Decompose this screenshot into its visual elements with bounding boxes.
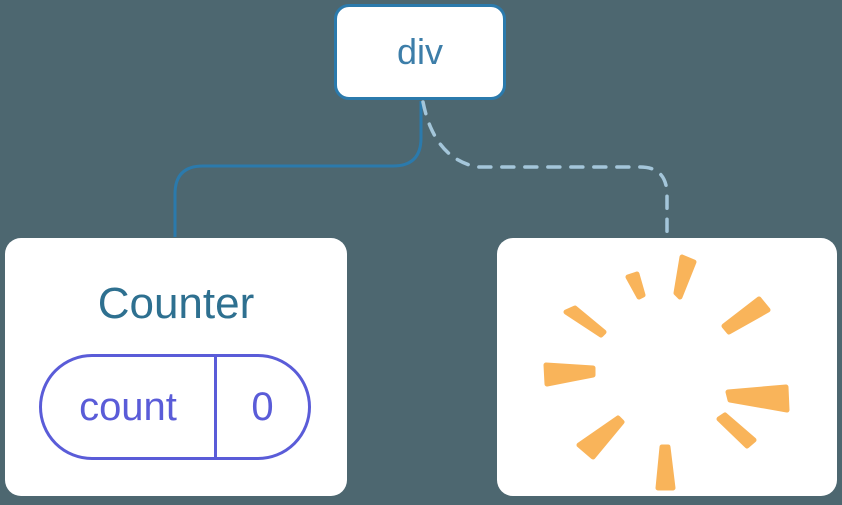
poof-explosion-icon <box>543 254 790 491</box>
poof-spark <box>716 412 757 449</box>
poof-spark <box>725 384 790 413</box>
component-title: Counter <box>97 279 255 328</box>
root-node-div: div <box>334 4 506 100</box>
poof-spark <box>655 444 676 491</box>
poof-spark <box>673 254 697 300</box>
poof-spark <box>721 296 771 335</box>
connector-solid-edge <box>173 101 423 237</box>
state-key-label: count <box>42 357 217 457</box>
counter-component-card: Counter count 0 <box>5 238 347 496</box>
state-pill: count 0 <box>39 354 311 460</box>
removed-component-card <box>497 238 837 496</box>
poof-spark <box>576 415 625 460</box>
root-node-label: div <box>396 31 444 72</box>
poof-spark <box>543 362 596 387</box>
connector-dashed-edge <box>421 100 669 239</box>
poof-spark <box>563 305 607 338</box>
state-value: 0 <box>251 384 274 429</box>
poof-spark <box>625 271 646 300</box>
